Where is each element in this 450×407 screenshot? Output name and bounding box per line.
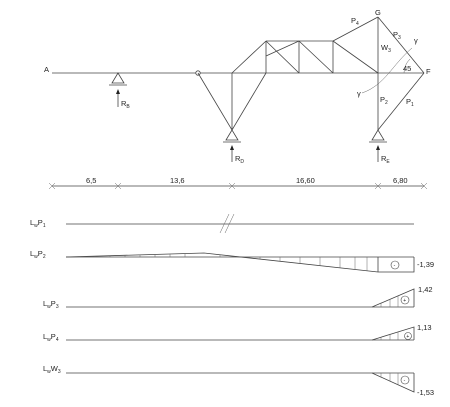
node-label-g: G	[375, 8, 381, 17]
ordinate-value: 1,42	[418, 285, 433, 294]
gamma-label-right: γ	[414, 36, 418, 45]
truss-structure	[52, 16, 425, 131]
arrow-head	[376, 145, 380, 150]
sign-circle	[390, 260, 400, 270]
break-mark	[219, 213, 230, 234]
influence-line-label: LwP1	[30, 218, 46, 229]
influence-curve	[371, 288, 415, 308]
influence-line-p3: LwP3 + 1,42	[43, 285, 433, 310]
influence-line-label: LwW3	[43, 364, 61, 375]
member-label-w3: W3	[381, 43, 391, 54]
influence-line-p2: LwP2 - -1,39	[30, 249, 434, 273]
support-d	[225, 129, 239, 141]
chord-p3	[377, 16, 425, 74]
span-label: 6,80	[393, 176, 408, 185]
chord-p4	[332, 16, 379, 42]
truss-end-diagonal	[231, 40, 267, 74]
supports	[109, 72, 387, 143]
member-label-p3: P3	[393, 30, 401, 41]
diagonal	[265, 40, 300, 57]
sign-symbol: +	[403, 298, 406, 304]
sign-symbol: +	[406, 334, 409, 340]
ordinate-value: -1,39	[417, 260, 434, 269]
hatching	[380, 296, 399, 307]
node-label-a: A	[44, 65, 49, 74]
reaction-label-b: RB	[121, 99, 130, 110]
support-b	[111, 72, 125, 84]
ordinate-value: 1,13	[417, 323, 432, 332]
influence-line-p1: LwP1	[30, 213, 414, 234]
diagonal	[298, 40, 334, 74]
truss-labels: A G F 45 γ γ P4 P3 W3 P2 P1 RB RD RE	[44, 8, 431, 165]
influence-curve	[65, 252, 415, 273]
reaction-arrows	[116, 89, 380, 162]
influence-curve	[371, 326, 415, 341]
span-label: 16,60	[296, 176, 315, 185]
member-label-p4: P4	[351, 16, 359, 27]
influence-line-label: LwP4	[43, 332, 59, 343]
hatching	[380, 373, 399, 385]
strut-right	[231, 72, 267, 131]
break-mark	[224, 213, 235, 234]
hatching	[79, 253, 368, 271]
angle-label: 45	[403, 64, 411, 73]
influence-curve	[371, 372, 415, 393]
influence-line-label: LwP2	[30, 249, 46, 260]
dimension-line: 6,5 13,6 16,60 6,80	[48, 176, 428, 190]
dimension-ticks	[48, 182, 428, 190]
gamma-label-left: γ	[357, 89, 361, 98]
influence-line-p4: LwP4 + 1,13	[43, 323, 432, 343]
span-label: 13,6	[170, 176, 185, 185]
diagonal	[332, 40, 379, 74]
ordinate-value: -1,53	[417, 388, 434, 397]
member-label-p2: P2	[380, 95, 388, 106]
influence-line-label: LwP3	[43, 299, 59, 310]
hatching	[380, 332, 399, 340]
influence-line-w3: LwW3 - -1,53	[43, 364, 434, 397]
sign-circle	[400, 375, 410, 385]
reaction-label-d: RD	[235, 154, 244, 165]
sign-circle	[400, 295, 410, 305]
member-label-p1: P1	[406, 97, 414, 108]
section-line	[361, 47, 413, 94]
angle-arc	[403, 58, 411, 74]
support-e	[371, 129, 385, 141]
span-label: 6,5	[86, 176, 96, 185]
node-label-f: F	[426, 67, 431, 76]
arrow-head	[230, 145, 234, 150]
arrow-head	[116, 89, 120, 94]
member-p1	[377, 72, 425, 131]
sign-symbol: -	[394, 263, 396, 269]
sign-symbol: -	[404, 378, 406, 384]
strut-left	[197, 72, 233, 131]
reaction-label-e: RE	[381, 154, 390, 165]
sign-circle	[404, 332, 412, 340]
diagonal	[265, 40, 300, 74]
